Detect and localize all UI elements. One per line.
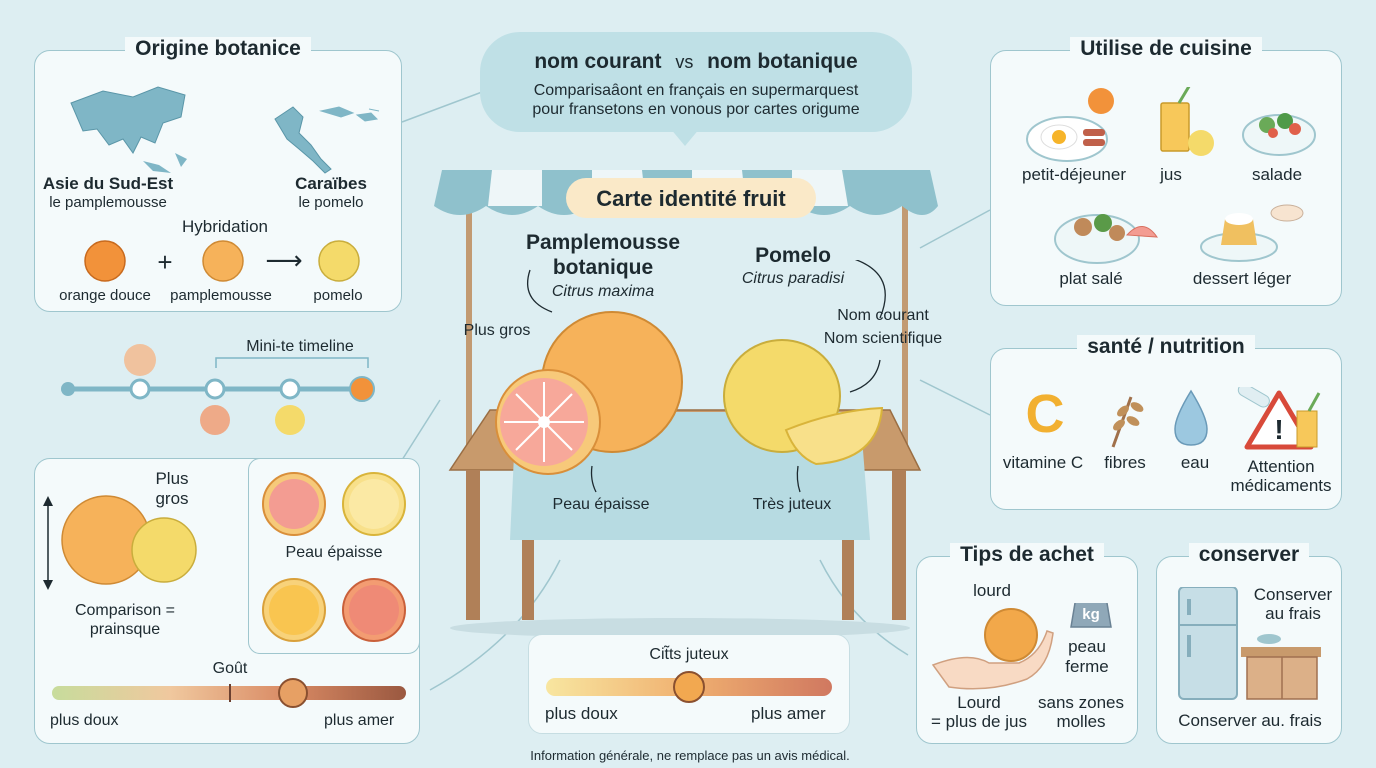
header-left: nom courant [534, 50, 662, 73]
origin-panel: Origine botanice Asie du Sud-Est le pamp… [34, 37, 402, 312]
header-bubble [480, 32, 912, 132]
plus-sign: + [157, 247, 173, 277]
tips-juice-l1: Lourd [957, 693, 1001, 712]
label-peel: Peau épaisse [552, 496, 650, 513]
taste-slider-knob[interactable] [277, 678, 308, 708]
compare-big-l2: gros [155, 489, 189, 508]
tips-title: Tips de achet [917, 543, 1137, 567]
header-line2: pour fransetons en vonous por cartes ori… [532, 101, 860, 118]
fruit1-name-l2: botanique [552, 256, 654, 279]
fruit2-latin: Citrus paradisi [741, 270, 845, 287]
fruit1-latin: Citrus maxima [551, 283, 655, 300]
fridge-cabinet-icon [1178, 587, 1321, 700]
fruit1-name-l1: Pamplemousse [525, 231, 681, 254]
tips-heavy: lourd [973, 581, 1011, 600]
health-icons: ! [1111, 387, 1321, 450]
cuisine-item-0: petit-déjeuner [1022, 165, 1126, 184]
orange-icon [84, 240, 126, 282]
vitamin-c-icon: C [1025, 384, 1065, 444]
tips-peau-l1: peau [1068, 637, 1106, 656]
header-right: nom botanique [707, 50, 858, 73]
size-compare-graphic [43, 495, 197, 590]
cuisine-panel: Utilise de cuisine petit-déjeuner jus sa… [990, 37, 1342, 306]
label-sci: Nom scientifique [823, 330, 943, 347]
health-item-0: vitamine C [1002, 453, 1084, 472]
region2-sub: le pomelo [298, 194, 364, 211]
compare-caption-l2: prаinsque [89, 621, 161, 638]
storage-top-l1: Conserver [1253, 585, 1333, 604]
taste-right: plus amer [324, 712, 395, 729]
origin-f1: orange douce [59, 287, 151, 304]
header-line1: Comparisaȃont en français en supermarque… [533, 82, 859, 99]
tips-peau-l2: ferme [1065, 657, 1109, 676]
stall-fruits [495, 311, 884, 475]
tips-juice-l2: = plus de jus [931, 712, 1027, 731]
health-title: santé / nutrition [991, 335, 1341, 359]
header-title: nom courant vs nom botanique [480, 50, 912, 74]
slice-icons-bottom [262, 578, 406, 642]
svg-text:kg: kg [1082, 606, 1100, 623]
label-juicy: Très juteux [752, 496, 832, 513]
origin-title: Origine botanice [35, 37, 401, 61]
footer-disclaimer: Information générale, ne remplace pas un… [530, 748, 850, 763]
asia-map-icon [70, 86, 187, 173]
compare-peel: Peau épaisse [285, 544, 383, 561]
storage-title: conserver [1157, 543, 1341, 567]
label-common: Nom courant [837, 307, 929, 324]
region1-sub: le pamplemousse [49, 194, 167, 211]
health-warn-l2: médicaments [1230, 476, 1332, 495]
storage-bottom: Conserver au. frais [1178, 711, 1322, 730]
grapefruit-icon [202, 240, 244, 282]
cuisine-title: Utilise de cuisine [991, 37, 1341, 61]
arrow-sign: ⟶ [265, 245, 303, 275]
health-warn-l1: Attention [1247, 457, 1315, 476]
pomelo-icon [318, 240, 360, 282]
stall-pointer-arrows [526, 260, 886, 493]
header-vs: vs [675, 52, 694, 72]
taste-divider [229, 684, 231, 702]
juicy-left: plus doux [545, 704, 618, 723]
tips-icons: kg [931, 603, 1112, 690]
slice-icons-top [262, 472, 406, 536]
cuisine-item-4: dessert léger [1192, 269, 1292, 288]
storage-top-l2: au frais [1265, 604, 1321, 623]
cuisine-icons [1026, 87, 1316, 264]
timeline-title: Mini-te timeline [246, 338, 354, 355]
taste-left: plus doux [50, 712, 119, 729]
cuisine-item-2: salade [1251, 165, 1303, 184]
tips-soft-l1: sans zones [1038, 693, 1124, 712]
taste-title: Goût [212, 660, 248, 677]
tips-soft-l2: molles [1056, 712, 1106, 731]
bubble-tail [670, 128, 700, 146]
tips-panel: Tips de achet lourd kg peau ferme Lourd … [916, 543, 1138, 744]
compare-big-l1: Plus [155, 469, 189, 488]
svg-text:!: ! [1274, 414, 1283, 445]
stall-title: Carte identité fruit [596, 186, 786, 211]
fruit2-name: Pomelo [755, 244, 831, 267]
juicy-slider-knob[interactable] [673, 671, 705, 703]
region2-label: Caraïbes [295, 174, 367, 193]
timeline-graphic [61, 344, 375, 435]
compare-caption-l1: Comparison = [74, 602, 176, 619]
cuisine-item-3: plat salé [1059, 269, 1123, 288]
stall-title-badge [566, 178, 816, 218]
label-big: Plus gros [463, 322, 531, 339]
health-item-1: fibres [1104, 453, 1146, 472]
region1-label: Asie du Sud-Est [42, 174, 174, 193]
cuisine-item-1: jus [1160, 165, 1182, 184]
juicy-right: plus amer [751, 704, 826, 723]
juicy-title: Cit̃ts juteux [649, 646, 729, 663]
caribbean-map-icon [274, 106, 380, 174]
hybrid-label: Hybridation [182, 217, 268, 236]
origin-f2: pamplemousse [170, 287, 272, 304]
storage-panel: conserver Conserver au frais Conserver a… [1156, 543, 1342, 744]
origin-f3: pomelo [313, 287, 363, 304]
health-panel: santé / nutrition C ! vitamine C fibres … [990, 335, 1342, 510]
health-item-2: eau [1180, 453, 1210, 472]
